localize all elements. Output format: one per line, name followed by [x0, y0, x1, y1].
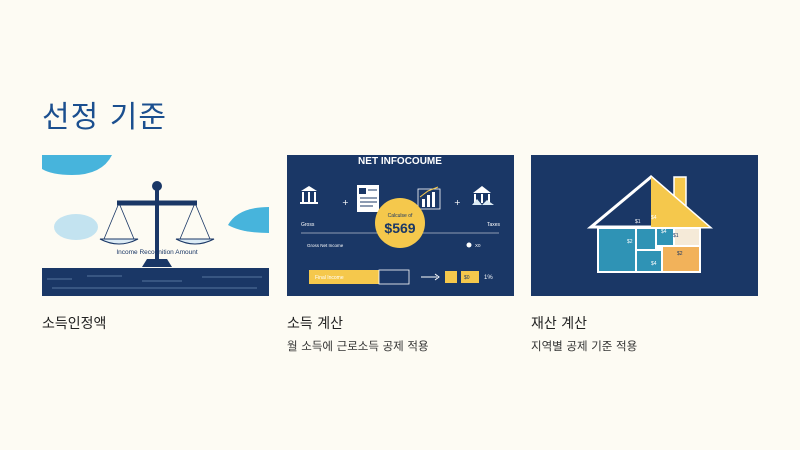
svg-text:+: +	[454, 198, 461, 207]
scale-caption: Income Recognition Amount	[116, 249, 197, 256]
final-income-label: Final Income	[315, 275, 344, 281]
document-icon	[357, 185, 379, 212]
house-label-4: $1	[673, 233, 679, 239]
chart-icon	[417, 186, 441, 210]
taxes-label: Taxes	[487, 222, 501, 228]
house-label-6: $4	[651, 261, 657, 267]
house-label-3: $2	[627, 239, 633, 245]
house-label-1: $1	[635, 219, 641, 225]
house-label-2: $4	[651, 215, 657, 221]
calc-value: $569	[384, 220, 415, 236]
house-illustration: $1 $4 $2 $1 $2 $4 $4	[531, 155, 758, 296]
result-box-text: $0	[464, 275, 470, 281]
card-label-income-calculation: 소득 계산	[287, 316, 343, 332]
svg-text:+: +	[342, 198, 349, 207]
card-label-property-calculation: 재산 계산	[531, 316, 587, 332]
scale-illustration: Income Recognition Amount	[42, 155, 269, 296]
infographic-heading: NET INFOCOUME	[358, 156, 442, 167]
card-desc-property-calculation: 지역별 공제 기준 적용	[531, 339, 638, 353]
slide-title: 선정 기준	[42, 100, 167, 135]
house-label-7: $4	[661, 229, 667, 235]
net-income-illustration: NET INFOCOUME + + Gross Taxes Gross Net …	[287, 155, 514, 296]
card-desc-income-calculation: 월 소득에 근로소득 공제 적용	[287, 339, 429, 353]
net-income-label: Gross Net Income	[307, 243, 344, 248]
check-icon	[466, 242, 472, 248]
percent-label: 1%	[484, 275, 493, 281]
calc-circle	[375, 198, 425, 248]
government-building-icon	[472, 186, 494, 205]
check-code: X0	[475, 243, 481, 248]
calc-label: Calculse of	[388, 213, 413, 219]
gross-label: Gross	[301, 222, 315, 228]
bank-icon	[300, 186, 318, 204]
card-label-income-recognition: 소득인정액	[42, 316, 107, 332]
house-label-5: $2	[677, 251, 683, 257]
